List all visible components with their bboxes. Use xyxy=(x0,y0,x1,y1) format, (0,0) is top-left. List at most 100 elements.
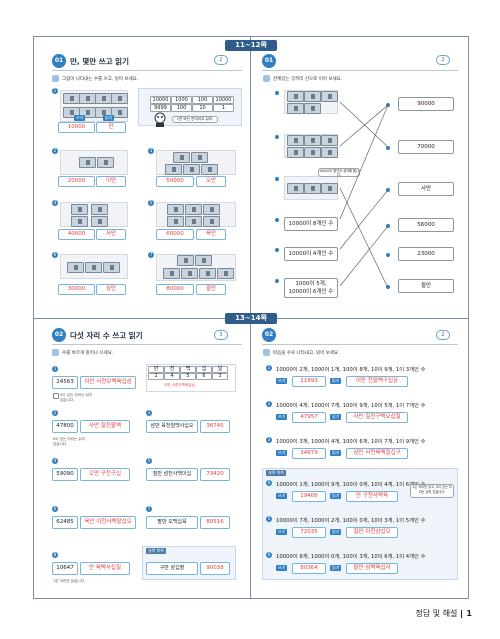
hint-bubble: 1은 자리만 읽고, 0이 있는 자리는 읽지 않습니다. xyxy=(410,484,454,498)
right-dot[interactable] xyxy=(386,285,390,289)
tag-read: 읽기 xyxy=(103,115,115,121)
bill-icon xyxy=(199,268,216,279)
count-badge: 3 xyxy=(214,330,228,340)
right-item: 70000 xyxy=(398,140,454,154)
answer-word: 만 육백사십칠 xyxy=(80,562,130,575)
left-dot[interactable] xyxy=(275,177,279,181)
bill-icon xyxy=(167,216,184,227)
bill-icon xyxy=(85,262,102,273)
place-answer: 이만 사천오백육십삼 xyxy=(164,383,195,387)
answer-number: 90038 xyxy=(200,562,230,575)
money-card xyxy=(156,202,236,227)
item-number: 2 xyxy=(266,401,272,407)
right-dot[interactable] xyxy=(386,253,390,257)
answer-read: 만 xyxy=(96,122,126,133)
bill-icon xyxy=(321,91,338,102)
tag-write: 쓰기 xyxy=(276,450,288,456)
tag-write: 쓰기 xyxy=(74,115,86,121)
item-number: 4 xyxy=(52,458,58,464)
bill-icon xyxy=(167,204,184,215)
answer-write: 72035 xyxy=(292,527,326,538)
bill-icon xyxy=(111,93,128,104)
answer-read: 사만 칠천구백오십칠 xyxy=(346,412,408,423)
section-badge: 02 xyxy=(262,328,276,342)
item-number: 2 xyxy=(52,410,58,416)
left-dot[interactable] xyxy=(275,218,279,222)
bill-icon xyxy=(95,93,112,104)
answer-write: 30000 xyxy=(58,284,95,295)
right-item: 56000 xyxy=(398,218,454,232)
count-badge: 2 xyxy=(214,55,228,65)
footer-label: 정답 및 해설 xyxy=(415,609,458,618)
answer-read: 이만 xyxy=(96,176,126,187)
answer-read: 육만 xyxy=(196,229,226,240)
answer-write: 34679 xyxy=(292,448,326,459)
answer-read: 사만 xyxy=(96,229,126,240)
word-box: 구만 삼십팔 xyxy=(146,562,198,575)
answer-read: 만 구천사백육 xyxy=(346,491,398,502)
table-cell: 9999 xyxy=(150,104,171,112)
answer-number: 73420 xyxy=(200,468,230,481)
bill-icon xyxy=(165,164,182,175)
instruction-text: 수를 바르게 읽어나 쓰세요. xyxy=(62,351,114,356)
bill-icon xyxy=(163,268,180,279)
item-number: 3 xyxy=(146,410,152,416)
left-dot[interactable] xyxy=(275,91,279,95)
section-badge: 01 xyxy=(52,54,66,68)
left-dot[interactable] xyxy=(275,135,279,139)
bill-icon xyxy=(287,183,304,194)
question: 10000이 7개, 1000이 2개, 100이 0개, 10이 3개, 1이… xyxy=(276,518,426,524)
note-text: 1은 자리만 읽습니다. xyxy=(53,579,86,583)
answer-write: 80364 xyxy=(292,563,326,574)
right-dot[interactable] xyxy=(386,146,390,150)
question: 10000이 4개, 1000이 7개, 100이 9개, 10이 5개, 1이… xyxy=(276,403,426,409)
item-number: 2 xyxy=(52,148,58,154)
table-header: 10000 xyxy=(213,96,234,104)
item-number: 5 xyxy=(148,200,154,206)
instruction-text: 따음을 수로 나타내고, 읽어 보세요. xyxy=(273,351,340,356)
answer-read: 오만 xyxy=(196,176,226,187)
bill-icon xyxy=(103,262,120,273)
bill-icon xyxy=(181,268,198,279)
money-card xyxy=(156,254,236,281)
money-card xyxy=(284,90,338,114)
answer-read: 삼만 사천육백칠십구 xyxy=(346,448,408,459)
extra-tag: 실력 쑥쑥 xyxy=(266,470,286,476)
title-underline xyxy=(52,344,242,345)
bill-icon xyxy=(79,93,96,104)
word-box: 삼만 육천칠백사십오 xyxy=(146,420,198,433)
word-box: 팔만 오백십육 xyxy=(146,516,198,529)
question: 10000이 1개, 1000이 9개, 100이 0개, 10이 4개, 1이… xyxy=(276,482,426,488)
section-title: 만, 몇만 쓰고 읽기 xyxy=(70,57,129,66)
place-header: 만 xyxy=(148,366,164,373)
answer-write: 20000 xyxy=(58,176,95,187)
note-text: 0이 있는 자리는 읽지 않습니다. xyxy=(53,437,86,446)
bill-icon xyxy=(321,147,338,158)
number-box: 62485 xyxy=(52,516,78,529)
table-header: 100 xyxy=(192,96,213,104)
bill-icon xyxy=(191,152,208,163)
money-card xyxy=(156,150,236,175)
page-range-middle: 13~14쪽 xyxy=(225,313,277,324)
bill-icon xyxy=(177,255,194,266)
bill-icon xyxy=(79,157,96,168)
place-value: 6 xyxy=(196,373,212,380)
tag-write: 쓰기 xyxy=(276,529,288,535)
section-title: 다섯 자리 수 쓰고 읽기 xyxy=(70,331,143,340)
money-card xyxy=(60,90,128,122)
answer-word: 육만 이천사백팔십오 xyxy=(80,516,136,529)
tag-write: 쓰기 xyxy=(276,565,288,571)
left-dot[interactable] xyxy=(275,248,279,252)
table-cell: 1 xyxy=(213,104,234,112)
left-dot[interactable] xyxy=(275,279,279,283)
bill-icon xyxy=(287,135,304,146)
left-item: 10000이 4개인 수 xyxy=(284,247,338,261)
answer-write: 50000 xyxy=(156,176,194,187)
bill-icon xyxy=(304,91,321,102)
answer-write: 60000 xyxy=(156,229,194,240)
answer-word: 이만 사천오백육십삼 xyxy=(80,376,136,389)
bill-icon xyxy=(287,147,304,158)
item-number: 4 xyxy=(266,480,272,486)
right-item: 팔만 xyxy=(398,279,454,293)
bill-icon xyxy=(185,204,202,215)
